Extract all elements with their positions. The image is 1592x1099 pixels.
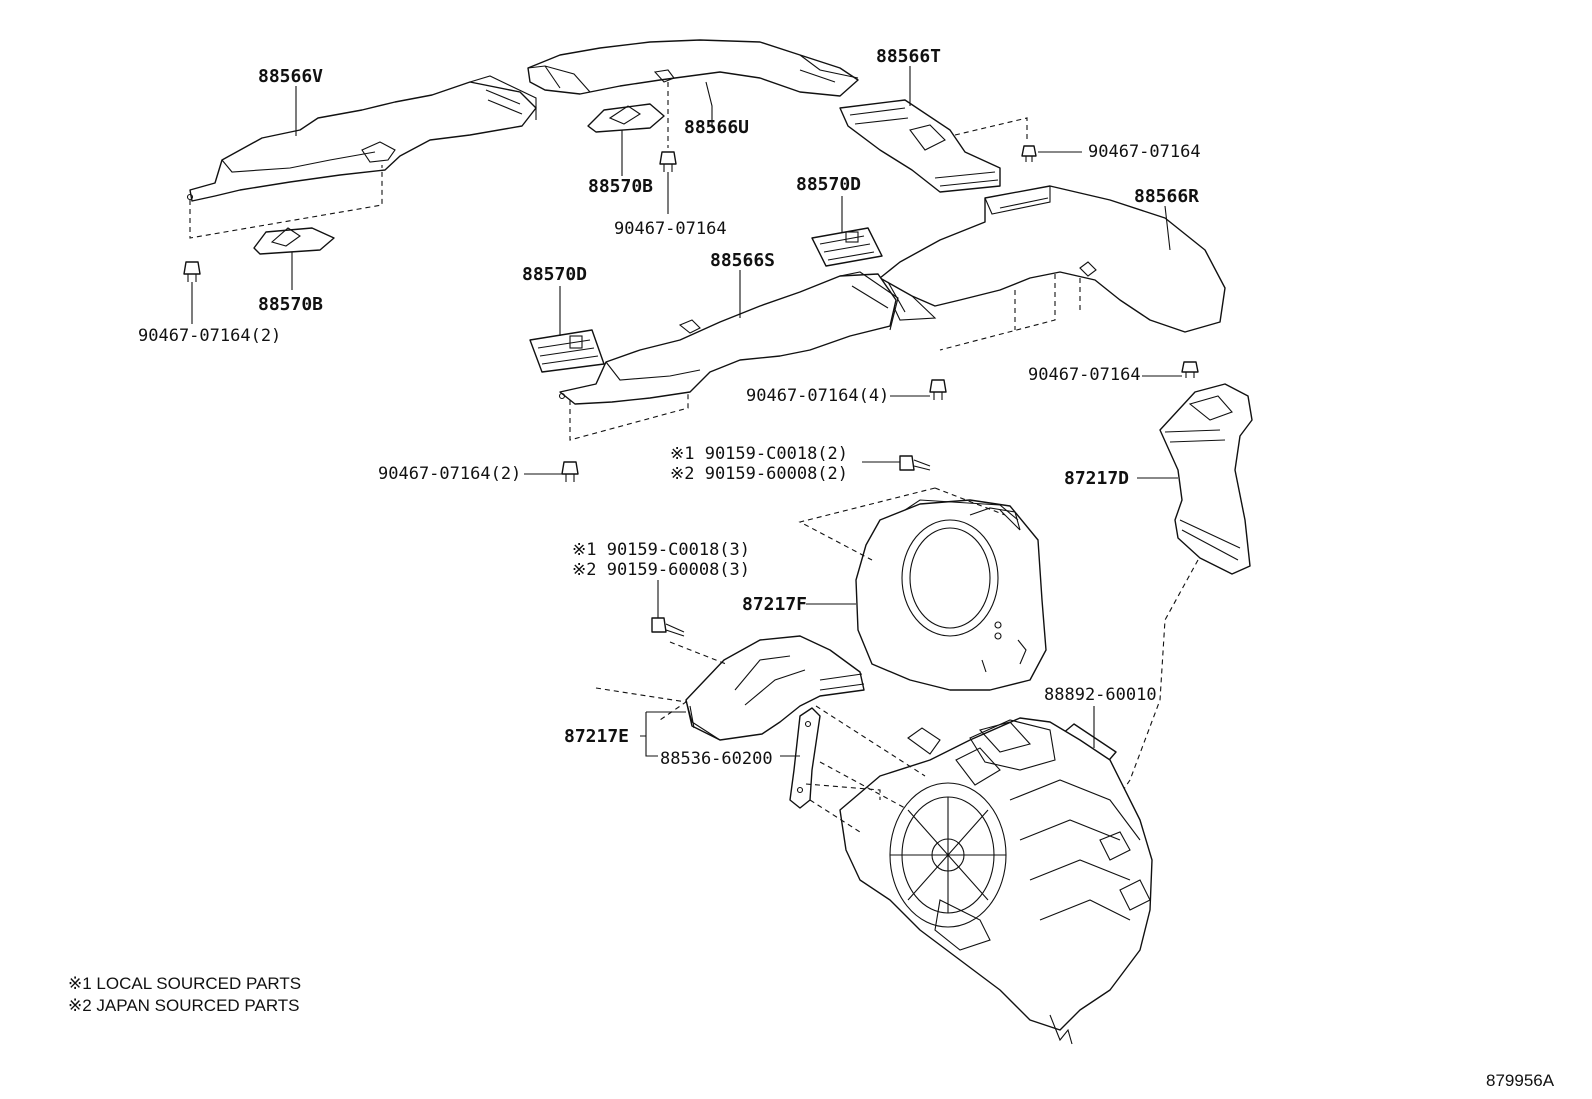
label-clip-lower-2: 90467-07164(2) [378, 464, 521, 484]
label-88570D-mid: 88570D [796, 174, 861, 195]
label-screw-a2: ※2 90159-60008(2) [670, 464, 848, 484]
label-88566S: 88566S [710, 250, 775, 271]
clip-icon-87217D [1181, 361, 1199, 378]
leader-lines [191, 66, 1182, 757]
register-88570D-mid [811, 227, 883, 267]
label-screw-b2: ※2 90159-60008(3) [572, 560, 750, 580]
notes: ※1 LOCAL SOURCED PARTS ※2 JAPAN SOURCED … [68, 974, 301, 1015]
note-local-sourced: ※1 LOCAL SOURCED PARTS [68, 974, 301, 993]
duct-87217E [685, 635, 865, 741]
dash-87217E-screw [669, 641, 727, 665]
register-88570B-top [587, 103, 665, 133]
blower-unit [839, 717, 1153, 1045]
label-88566T: 88566T [876, 46, 941, 67]
clip-icon-mid [929, 379, 947, 400]
housing-87217F [855, 499, 1047, 691]
label-88566R: 88566R [1134, 186, 1199, 207]
dash-88566S [569, 392, 689, 441]
clip-icon-lower [561, 461, 579, 482]
register-88570B-left [253, 227, 335, 255]
bracket-88536 [789, 707, 821, 809]
label-87217E: 87217E [564, 726, 629, 747]
label-88570D-left: 88570D [522, 264, 587, 285]
clip-icon-right-top [1021, 145, 1037, 162]
label-clip-right-top: 90467-07164 [1088, 142, 1201, 162]
label-87217F: 87217F [742, 594, 807, 615]
dash-87217F [798, 487, 936, 561]
label-88566U: 88566U [684, 117, 749, 138]
duct-88566U [527, 39, 859, 97]
duct-88566V [186, 75, 537, 202]
label-clip-88570B: 90467-07164 [614, 219, 727, 239]
clip-icon-left [183, 261, 201, 282]
label-clip-mid-4: 90467-07164(4) [746, 386, 889, 406]
screw-icon-upper [899, 455, 931, 471]
dash-88566T [954, 117, 1028, 140]
label-clip-87217D: 90467-07164 [1028, 365, 1141, 385]
label-88536-60200: 88536-60200 [660, 749, 773, 769]
part-labels: 88566V 88566U 88566T 88566R 88566S 88570… [258, 46, 1199, 769]
label-screw-a1: ※1 90159-C0018(2) [670, 444, 848, 464]
label-88570B-left: 88570B [258, 294, 323, 315]
screw-icon-lower [651, 617, 685, 637]
label-88892-60010: 88892-60010 [1044, 685, 1157, 705]
dash-87217F-screw [934, 487, 1006, 516]
duct-88566S [558, 271, 899, 405]
label-clip-left-2: 90467-07164(2) [138, 326, 281, 346]
label-88566V: 88566V [258, 66, 323, 87]
duct-87217D [1159, 383, 1253, 575]
duct-88566R [879, 185, 1226, 333]
register-88570D-left [529, 329, 605, 373]
label-88570B-top: 88570B [588, 176, 653, 197]
dash-87217E [595, 687, 688, 721]
duct-88566T [839, 99, 1001, 193]
clip-icon-88570B [659, 151, 677, 172]
label-screw-b1: ※1 90159-C0018(3) [572, 540, 750, 560]
label-87217D: 87217D [1064, 468, 1129, 489]
figure-number: 879956A [1486, 1071, 1555, 1090]
fastener-labels: 90467-07164 90467-07164 90467-07164(2) 9… [138, 142, 1201, 580]
note-japan-sourced: ※2 JAPAN SOURCED PARTS [68, 996, 300, 1015]
dash-88566R [939, 274, 1081, 351]
dash-88566V [189, 165, 383, 239]
dash-blower [805, 705, 926, 833]
